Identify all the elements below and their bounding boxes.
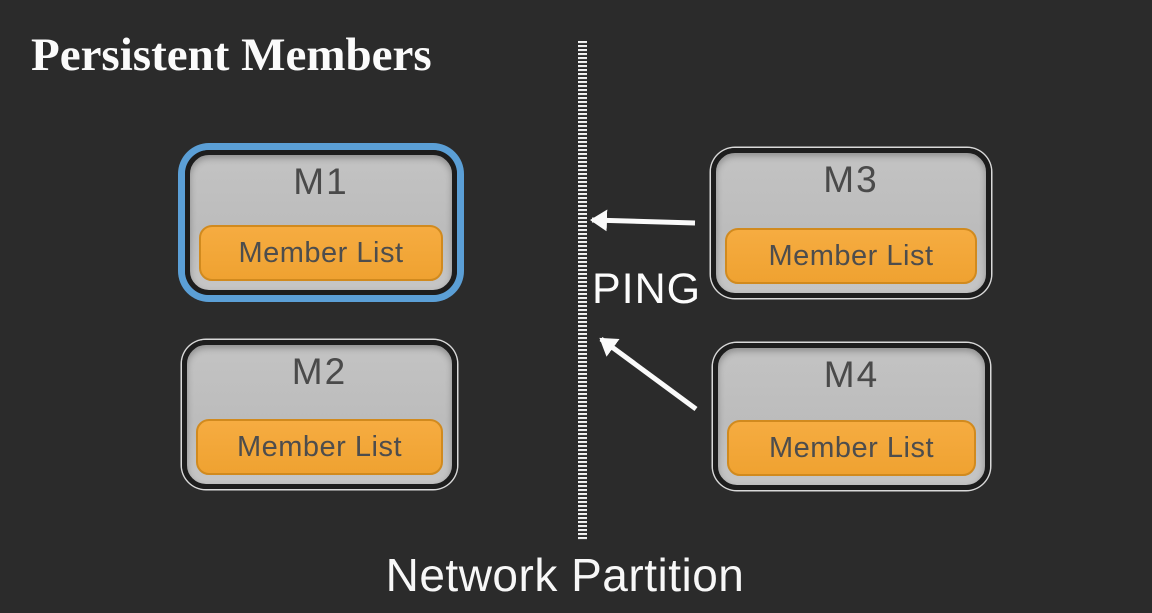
ping-arrow-from-m3 — [590, 209, 696, 232]
node-m1-member-list: Member List — [199, 225, 443, 281]
node-m4-label: M4 — [823, 354, 880, 395]
node-m2-member-list-label: Member List — [236, 430, 403, 463]
node-m4-member-list: Member List — [727, 420, 976, 476]
node-m1: M1 Member List — [185, 150, 457, 295]
node-m4-member-list-label: Member List — [768, 431, 935, 464]
ping-label: PING — [592, 265, 702, 313]
node-m3: M3 Member List — [711, 148, 991, 298]
node-m4: M4 Member List — [713, 343, 990, 490]
node-m2-label: M2 — [291, 351, 348, 392]
node-m2: M2 Member List — [182, 340, 457, 489]
network-partition-caption: Network Partition — [385, 549, 745, 601]
node-m3-label: M3 — [823, 159, 879, 200]
network-partition-line — [578, 41, 587, 541]
node-m3-member-list: Member List — [725, 228, 977, 284]
page-title: Persistent Members — [31, 29, 432, 81]
node-m3-member-list-label: Member List — [768, 239, 934, 272]
node-m2-member-list: Member List — [196, 419, 443, 475]
node-m1-label: M1 — [293, 161, 349, 202]
ping-arrow-from-m4 — [599, 336, 698, 412]
node-m1-member-list-label: Member List — [238, 236, 404, 269]
